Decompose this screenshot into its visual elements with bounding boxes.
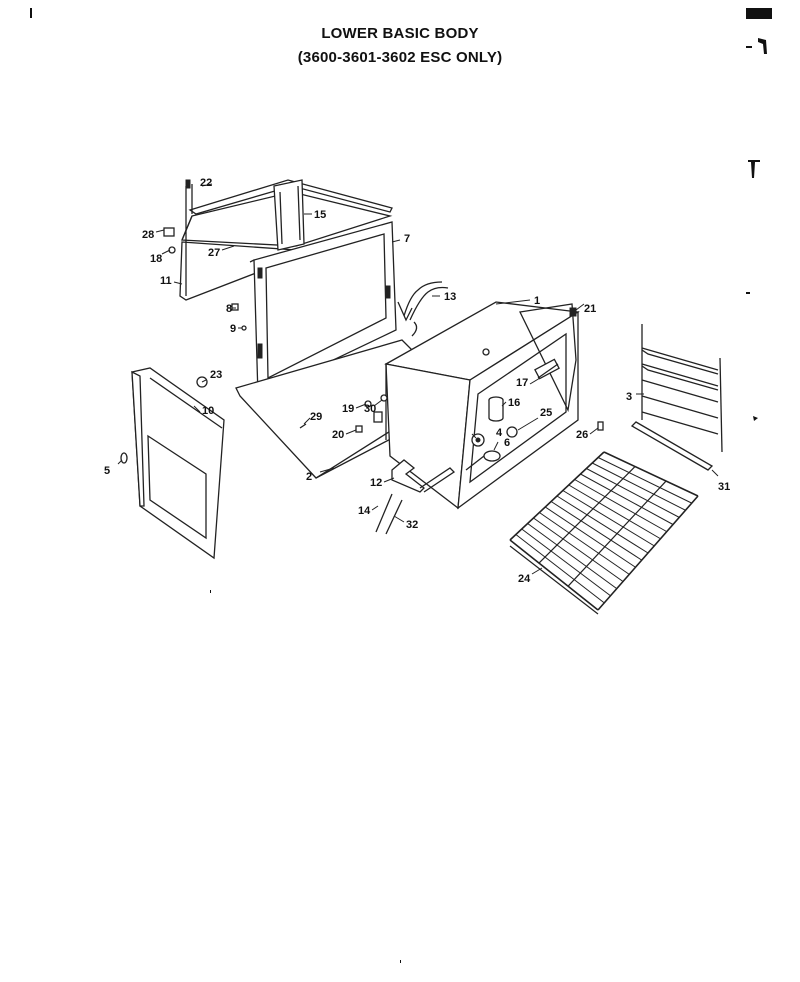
callout-8: 8: [226, 303, 232, 315]
rack-wire: [580, 473, 674, 525]
callout-21: 21: [584, 303, 596, 315]
rack-wire: [533, 517, 624, 582]
callout-16: 16: [508, 397, 520, 409]
part-vertical-bracket: [273, 179, 305, 251]
rack-wire: [509, 545, 599, 615]
scan-edge-marks: [30, 8, 772, 963]
part-liner-flange: [519, 303, 577, 413]
callout-15: 15: [314, 209, 326, 221]
part-rods: [375, 493, 403, 535]
part-cylinder: [488, 396, 504, 422]
callout-17: 17: [516, 377, 528, 389]
rack-wire: [538, 466, 636, 564]
callout-2: 2: [306, 471, 312, 483]
callout-24: 24: [518, 573, 531, 585]
title-line-1: LOWER BASIC BODY: [321, 25, 479, 42]
part-oven-door: [131, 367, 225, 560]
part-front-frame: [249, 221, 397, 398]
callout-26: 26: [576, 429, 588, 441]
callout-22: 22: [200, 177, 212, 189]
part-oven-rack: [509, 451, 699, 615]
callout-25: 25: [540, 407, 552, 419]
rack-wire: [539, 512, 630, 575]
callout-14: 14: [358, 505, 371, 517]
rack-wire: [544, 506, 636, 568]
part-oven-liner: [384, 301, 580, 510]
callout-12: 12: [370, 477, 382, 489]
part-hinge-springs: [397, 281, 449, 337]
leader-lines: [117, 183, 719, 575]
rack-wire: [568, 484, 661, 540]
callout-23: 23: [210, 369, 222, 381]
rack-wire: [567, 480, 667, 587]
rack-wire: [597, 457, 692, 504]
rack-wire: [556, 495, 649, 554]
rack-wire: [592, 462, 686, 511]
rack-wire: [515, 534, 605, 604]
rack-wire: [586, 468, 680, 518]
rack-wire: [562, 490, 655, 547]
rack-wire: [574, 479, 667, 533]
callout-28: 28: [142, 229, 154, 241]
rack-wire: [550, 501, 643, 561]
part-rack-rod: [630, 421, 714, 471]
callout-4: 4: [496, 427, 503, 439]
title-line-2: (3600-3601-3602 ESC ONLY): [297, 49, 503, 66]
callout-labels: 1 2 3 4 5 6 7 8 9 10 11 12 13 14 15 16 1…: [104, 177, 730, 585]
callout-9: 9: [230, 323, 236, 335]
callout-11: 11: [160, 275, 172, 287]
rack-wire: [603, 451, 699, 497]
part-rack-support: [641, 324, 723, 453]
callout-1: 1: [534, 295, 540, 307]
rack-wire: [509, 539, 599, 611]
callout-27: 27: [208, 247, 220, 259]
callout-6: 6: [504, 437, 510, 449]
rack-wire: [521, 528, 611, 597]
callout-5: 5: [104, 465, 110, 477]
callout-30: 30: [364, 403, 376, 415]
callout-19: 19: [342, 403, 354, 415]
callout-29: 29: [310, 411, 322, 423]
part-thermostat-bulb: [534, 358, 560, 380]
part-hinge-bracket: [391, 459, 456, 493]
callout-32: 32: [406, 519, 418, 531]
callout-13: 13: [444, 291, 456, 303]
callout-10: 10: [202, 405, 214, 417]
callout-31: 31: [718, 481, 730, 493]
callout-20: 20: [332, 429, 344, 441]
rack-wire: [527, 523, 618, 590]
callout-7: 7: [404, 233, 410, 245]
diagram-title: LOWER BASIC BODY (3600-3601-3602 ESC ONL…: [0, 22, 800, 70]
part-liner-fittings: [465, 426, 518, 471]
callout-3: 3: [626, 391, 632, 403]
callout-18: 18: [150, 253, 162, 265]
